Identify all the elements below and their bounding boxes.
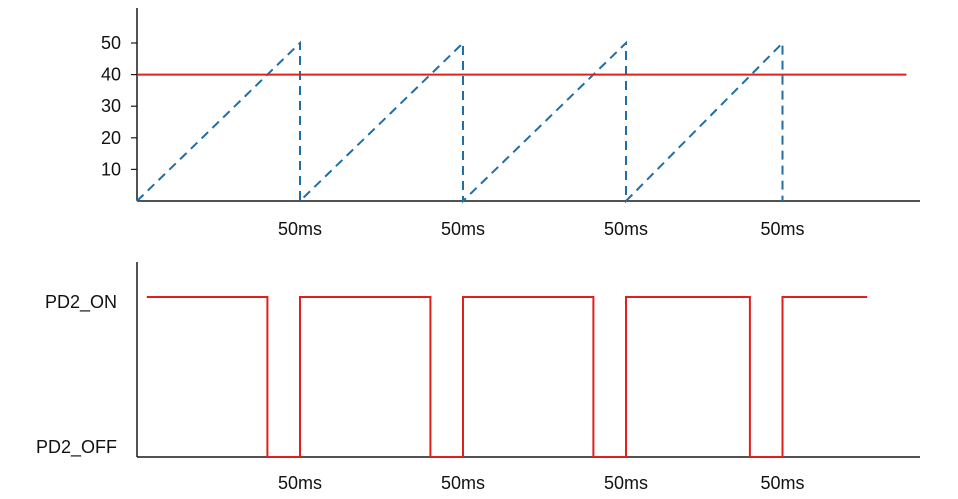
top-y-tick-label: 10 bbox=[101, 159, 121, 179]
top-x-tick-label: 50ms bbox=[441, 219, 485, 239]
top-x-tick-label: 50ms bbox=[604, 219, 648, 239]
top-chart-y-tick-labels: 10 20 30 40 50 bbox=[101, 33, 137, 179]
top-chart-axes bbox=[136, 8, 920, 202]
bottom-x-tick-label: 50ms bbox=[604, 473, 648, 493]
sawtooth-dashed-line bbox=[136, 40, 784, 204]
bottom-chart-axes bbox=[136, 262, 920, 458]
bottom-y-category-label: PD2_ON bbox=[45, 292, 117, 313]
top-x-tick-label: 50ms bbox=[760, 219, 804, 239]
pwm-state-chart: PD2_OFF PD2_ON 50ms 50ms 50ms 50ms bbox=[36, 262, 920, 493]
bottom-chart-series bbox=[146, 296, 868, 458]
sawtooth-chart: 10 20 30 40 50 50ms 50ms 50ms 50ms bbox=[101, 8, 920, 239]
top-y-tick-label: 30 bbox=[101, 96, 121, 116]
top-x-tick-label: 50ms bbox=[278, 219, 322, 239]
top-chart-x-tick-labels: 50ms 50ms 50ms 50ms bbox=[278, 219, 804, 239]
bottom-x-tick-label: 50ms bbox=[441, 473, 485, 493]
bottom-y-category-label: PD2_OFF bbox=[36, 437, 117, 458]
bottom-x-tick-label: 50ms bbox=[760, 473, 804, 493]
top-y-tick-label: 50 bbox=[101, 33, 121, 53]
bottom-x-tick-label: 50ms bbox=[278, 473, 322, 493]
bottom-chart-y-category-labels: PD2_OFF PD2_ON bbox=[36, 292, 117, 458]
top-y-tick-label: 20 bbox=[101, 128, 121, 148]
pwm-state-line bbox=[146, 296, 868, 458]
bottom-chart-x-tick-labels: 50ms 50ms 50ms 50ms bbox=[278, 473, 804, 493]
top-y-tick-label: 40 bbox=[101, 65, 121, 85]
top-chart-series bbox=[136, 40, 907, 204]
